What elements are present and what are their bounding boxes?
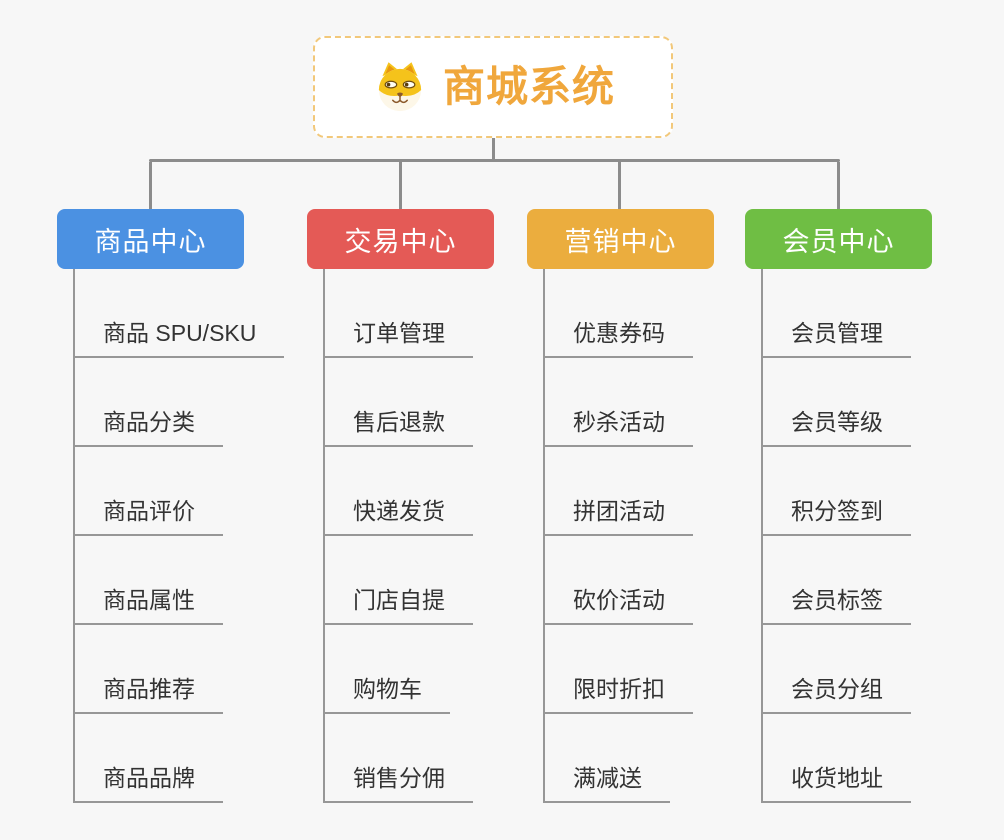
subtopic-row: 商品属性	[73, 536, 307, 625]
connector-drop-2	[399, 162, 402, 209]
subtopic[interactable]: 商品分类	[73, 409, 223, 447]
subtopic-row: 销售分佣	[323, 714, 557, 803]
branch-subtree: 会员管理 会员等级 积分签到 会员标签 会员分组 收货地址	[761, 269, 995, 803]
subtopic[interactable]: 优惠券码	[543, 320, 693, 358]
subtopic-row: 购物车	[323, 625, 557, 714]
subtopic-row: 售后退款	[323, 358, 557, 447]
subtopic[interactable]: 购物车	[323, 676, 450, 714]
connector-drop-1	[149, 162, 152, 209]
subtopic-row: 订单管理	[323, 269, 557, 358]
subtopic-row: 商品 SPU/SKU	[73, 269, 307, 358]
subtree-connector-line	[73, 269, 75, 802]
subtopic-row: 拼团活动	[543, 447, 777, 536]
subtopic-row: 砍价活动	[543, 536, 777, 625]
branch-column: 会员中心 会员管理 会员等级 积分签到 会员标签 会员分组 收货地址	[745, 209, 995, 803]
connector-drop-4	[837, 162, 840, 209]
subtopic[interactable]: 商品评价	[73, 498, 223, 536]
branch-node-1[interactable]: 商品中心	[57, 209, 244, 269]
subtree-connector-line	[761, 269, 763, 802]
subtopic-row: 门店自提	[323, 536, 557, 625]
subtopic-row: 积分签到	[761, 447, 995, 536]
branch-node-3[interactable]: 营销中心	[527, 209, 714, 269]
subtopic-row: 商品推荐	[73, 625, 307, 714]
branch-node-4[interactable]: 会员中心	[745, 209, 932, 269]
branch-subtree: 商品 SPU/SKU 商品分类 商品评价 商品属性 商品推荐 商品品牌	[73, 269, 307, 803]
subtopic[interactable]: 会员分组	[761, 676, 911, 714]
subtopic-row: 会员分组	[761, 625, 995, 714]
subtopic[interactable]: 收货地址	[761, 765, 911, 803]
subtopic[interactable]: 门店自提	[323, 587, 473, 625]
subtopic-row: 会员标签	[761, 536, 995, 625]
subtopic[interactable]: 商品属性	[73, 587, 223, 625]
subtopic-row: 商品品牌	[73, 714, 307, 803]
branch-column: 交易中心 订单管理 售后退款 快递发货 门店自提 购物车 销售分佣	[307, 209, 557, 803]
subtopic[interactable]: 拼团活动	[543, 498, 693, 536]
dog-face-icon	[378, 62, 422, 112]
subtree-connector-line	[543, 269, 545, 802]
branch-column: 营销中心 优惠券码 秒杀活动 拼团活动 砍价活动 限时折扣 满减送	[527, 209, 777, 803]
subtopic[interactable]: 砍价活动	[543, 587, 693, 625]
subtopic[interactable]: 销售分佣	[323, 765, 473, 803]
subtopic[interactable]: 积分签到	[761, 498, 911, 536]
subtopic[interactable]: 限时折扣	[543, 676, 693, 714]
subtopic[interactable]: 会员标签	[761, 587, 911, 625]
subtopic[interactable]: 快递发货	[323, 498, 473, 536]
subtopic-row: 秒杀活动	[543, 358, 777, 447]
subtopic-row: 满减送	[543, 714, 777, 803]
subtopic[interactable]: 秒杀活动	[543, 409, 693, 447]
subtopic[interactable]: 商品品牌	[73, 765, 223, 803]
root-title: 商城系统	[442, 63, 615, 110]
subtopic-row: 快递发货	[323, 447, 557, 536]
branch-subtree: 订单管理 售后退款 快递发货 门店自提 购物车 销售分佣	[323, 269, 557, 803]
subtopic-row: 商品分类	[73, 358, 307, 447]
subtopic[interactable]: 会员等级	[761, 409, 911, 447]
subtree-connector-line	[323, 269, 325, 802]
branch-node-2[interactable]: 交易中心	[307, 209, 494, 269]
connector-root-drop	[492, 138, 495, 162]
subtopic[interactable]: 订单管理	[323, 320, 473, 358]
subtopic-row: 商品评价	[73, 447, 307, 536]
connector-drop-3	[618, 162, 621, 209]
root-node[interactable]: 商城系统	[313, 36, 673, 138]
connector-horizontal-bar	[149, 159, 840, 162]
subtopic-row: 优惠券码	[543, 269, 777, 358]
subtopic[interactable]: 商品推荐	[73, 676, 223, 714]
branch-subtree: 优惠券码 秒杀活动 拼团活动 砍价活动 限时折扣 满减送	[543, 269, 777, 803]
subtopic[interactable]: 售后退款	[323, 409, 473, 447]
subtopic-row: 会员等级	[761, 358, 995, 447]
subtopic[interactable]: 会员管理	[761, 320, 911, 358]
subtopic[interactable]: 满减送	[543, 765, 670, 803]
subtopic-row: 收货地址	[761, 714, 995, 803]
subtopic[interactable]: 商品 SPU/SKU	[73, 320, 285, 358]
subtopic-row: 会员管理	[761, 269, 995, 358]
branch-column: 商品中心 商品 SPU/SKU 商品分类 商品评价 商品属性 商品推荐 商品品牌	[57, 209, 307, 803]
subtopic-row: 限时折扣	[543, 625, 777, 714]
